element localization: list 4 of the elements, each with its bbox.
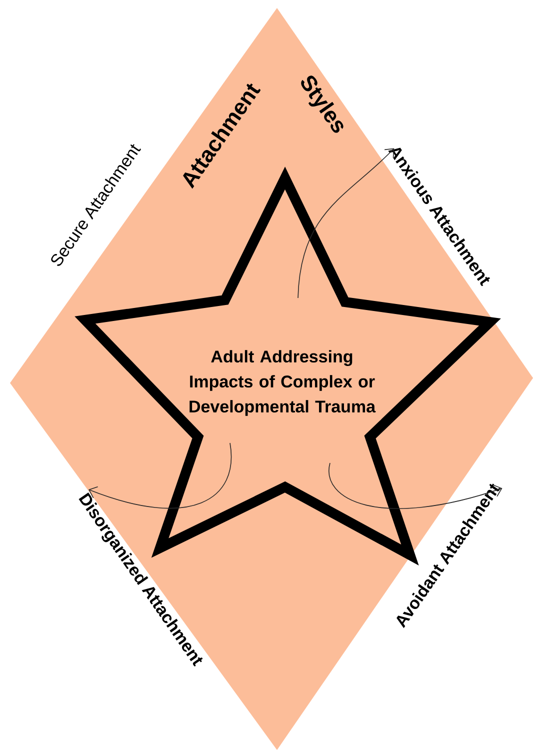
diamond xyxy=(10,8,533,750)
curved-arrow xyxy=(298,148,394,298)
curved-arrow xyxy=(328,462,502,509)
curved-arrow xyxy=(88,442,232,509)
